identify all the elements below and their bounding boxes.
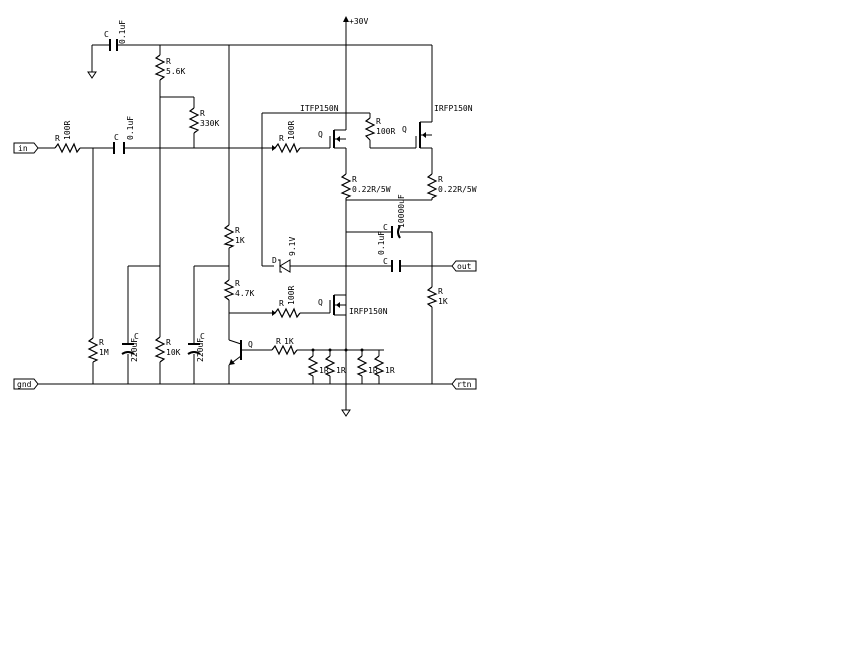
port-in[interactable]: in [13,142,39,154]
zener-diode: D 9.1V [272,237,297,273]
resistor-1r-1: 1R [307,355,329,377]
svg-text:Q: Q [318,130,323,139]
capacitor-220uf-a: C 220uF [121,332,139,362]
port-out[interactable]: out [451,260,477,272]
svg-text:330K: 330K [200,119,219,128]
svg-text:4.7K: 4.7K [235,289,254,298]
svg-text:R: R [376,117,381,126]
resistor-4k7: R 4.7K [223,279,254,301]
svg-text:IRFP150N: IRFP150N [434,104,473,113]
svg-text:220uF: 220uF [196,338,205,362]
svg-text:1R: 1R [336,366,346,375]
svg-text:R: R [276,337,281,346]
resistor-1r-2: 1R [324,355,346,377]
svg-text:Q: Q [318,298,323,307]
capacitor-out: C 0.1uF [377,231,401,272]
mosfet-bottom: Q IRFP150N [318,294,388,316]
svg-text:R: R [55,134,60,143]
resistor-330k: R 330K [188,107,219,134]
resistor-1m: R 1M [87,337,109,363]
svg-text:Q: Q [248,340,253,349]
svg-text:C: C [200,332,205,341]
svg-text:R: R [235,226,240,235]
svg-text:100R: 100R [287,286,296,305]
svg-text:D: D [272,256,277,265]
svg-text:220uF: 220uF [130,338,139,362]
resistor-1k-out: R 1K [426,286,448,308]
svg-text:1K: 1K [235,236,245,245]
svg-text:C: C [114,133,119,142]
svg-text:C: C [104,30,109,39]
svg-text:C: C [134,332,139,341]
svg-text:1K: 1K [438,297,448,306]
resistor-1r-3: 1R [356,355,378,377]
svg-text:C: C [383,223,388,232]
svg-text:1K: 1K [284,337,294,346]
svg-text:rtn: rtn [457,380,472,389]
svg-text:100R: 100R [63,121,72,140]
svg-text:R: R [200,109,205,118]
mosfet-top-left: Q ITFP150N [300,104,346,149]
svg-text:R: R [279,134,284,143]
svg-text:100R: 100R [376,127,395,136]
svg-text:R: R [99,338,104,347]
capacitor-220uf-b: C 220uF [187,332,205,362]
mosfet-top-right: Q IRFP150N [402,104,473,149]
supply-label: +30V [349,17,368,26]
svg-text:0.1uF: 0.1uF [118,20,127,44]
ground-symbol-bottom [341,409,351,417]
svg-text:R: R [166,57,171,66]
resistor-1k-top: R 1K [223,224,245,249]
svg-text:0.22R/5W: 0.22R/5W [438,185,477,194]
svg-text:5.6K: 5.6K [166,67,185,76]
svg-text:R: R [438,287,443,296]
svg-text:in: in [18,144,28,153]
svg-text:100R: 100R [287,121,296,140]
svg-text:R: R [352,175,357,184]
port-gnd[interactable]: gnd [13,378,39,390]
svg-text:1M: 1M [99,348,109,357]
resistor-gate-top-100r: R 100R [272,121,301,154]
wiring [38,22,452,410]
capacitor-top: C 0.1uF [104,20,127,51]
resistor-gate-top2-100r: R 100R [364,117,395,141]
svg-text:1R: 1R [319,366,329,375]
svg-text:R: R [166,338,171,347]
svg-text:1R: 1R [368,366,378,375]
ground-symbol-top [87,71,97,79]
svg-text:10K: 10K [166,348,181,357]
svg-text:R: R [279,299,284,308]
resistor-1r-4: 1R [373,355,395,377]
svg-text:Q: Q [402,125,407,134]
port-rtn[interactable]: rtn [451,378,477,390]
capacitor-10000uf: C 10000uF [383,194,406,239]
svg-text:1R: 1R [385,366,395,375]
svg-text:0.22R/5W: 0.22R/5W [352,185,391,194]
svg-text:10000uF: 10000uF [397,194,406,228]
resistor-source-left: R 0.22R/5W [340,173,391,199]
supply-terminal: +30V [343,16,368,26]
capacitor-input: C 0.1uF [113,116,135,154]
svg-text:9.1V: 9.1V [288,237,297,256]
svg-text:C: C [383,257,388,266]
junctions [311,348,364,352]
resistor-5k6: R 5.6K [154,54,185,81]
svg-text:0.1uF: 0.1uF [377,231,386,255]
resistor-gate-bottom-100r: R 100R [272,286,301,319]
svg-text:R: R [438,175,443,184]
resistor-10k: R 10K [154,336,181,363]
svg-text:gnd: gnd [17,380,32,389]
resistor-base-1k: R 1K [271,337,298,356]
svg-text:ITFP150N: ITFP150N [300,104,339,113]
svg-text:IRFP150N: IRFP150N [349,307,388,316]
svg-text:out: out [457,262,472,271]
resistor-input-100r: R 100R [54,121,81,154]
svg-text:R: R [235,279,240,288]
svg-text:0.1uF: 0.1uF [126,116,135,140]
resistor-source-right: R 0.22R/5W [426,173,477,199]
bjt-transistor: Q [228,339,253,366]
